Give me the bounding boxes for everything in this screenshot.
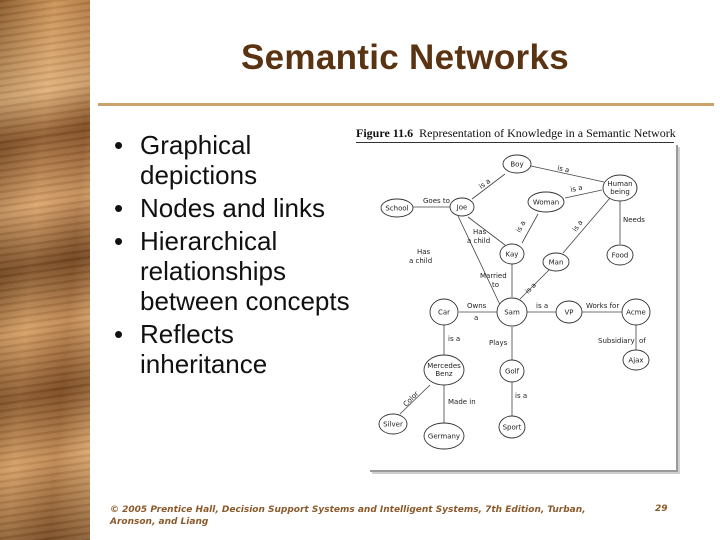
edge-label: is a — [570, 184, 584, 194]
edge-label: is a — [515, 219, 528, 233]
edge-label: is a — [536, 302, 548, 310]
node-label: Germany — [428, 433, 460, 441]
node-label: Joe — [456, 204, 468, 212]
node-label: School — [385, 205, 408, 213]
node-label: Mercedes — [427, 362, 461, 370]
edge-label: Needs — [623, 216, 645, 224]
wood-texture-sidebar — [0, 0, 90, 540]
figure-caption-rule — [356, 142, 674, 143]
node-food: Food — [606, 244, 634, 266]
node-label: Kay — [506, 251, 519, 259]
node-boy: Boy — [502, 154, 532, 174]
bullet-dot-icon: • — [114, 226, 124, 256]
edge-joe-kay — [467, 216, 506, 246]
node-sam: Sam — [496, 297, 528, 327]
title-underline — [98, 103, 714, 106]
edge-label: to — [492, 281, 499, 289]
node-silver: Silver — [378, 413, 408, 435]
edge-sam-joe — [457, 215, 503, 310]
edge-boy-human — [530, 165, 605, 183]
bullet-dot-icon: • — [114, 319, 124, 349]
edge-label: Goes to — [423, 197, 450, 205]
node-school: School — [380, 198, 414, 218]
node-germany: Germany — [423, 422, 465, 450]
edge-label: a child — [467, 237, 490, 245]
bullet-text: Reflects inheritance — [140, 319, 268, 379]
edge-label: Owns — [467, 302, 487, 310]
page-number: 29 — [655, 504, 668, 514]
bullet-item: • Reflects inheritance — [110, 319, 355, 379]
figure-number: Figure 11.6 — [356, 126, 414, 140]
edge-label: is a — [515, 392, 527, 400]
edge-label: is a — [557, 164, 571, 174]
edge-label: Works for — [586, 302, 619, 310]
node-label: Man — [549, 259, 564, 267]
bullet-dot-icon: • — [114, 130, 124, 160]
network-edges — [399, 165, 637, 423]
edge-joe-boy — [471, 173, 506, 200]
node-joe: Joe — [449, 197, 475, 217]
edge-label: Subsidiary — [598, 337, 635, 345]
node-kay: Kay — [499, 243, 525, 265]
edge-label: is a — [448, 335, 460, 343]
edge-benz-silver — [399, 384, 431, 415]
edge-label: Has — [417, 248, 431, 256]
node-label: Golf — [505, 368, 520, 376]
node-golf: Golf — [499, 359, 525, 383]
node-label: Acme — [626, 309, 646, 317]
bullet-list: • Graphical depictions • Nodes and links •… — [110, 130, 355, 382]
node-label: Food — [612, 252, 629, 260]
node-label: Ajax — [628, 357, 643, 365]
node-ajax: Ajax — [622, 349, 650, 371]
edge-label: is a — [478, 177, 493, 190]
edge-label: Married — [480, 272, 507, 280]
bullet-item: • Nodes and links — [110, 193, 355, 223]
network-edge-labels: is a is a is a Goes to is a is a Needs H… — [402, 164, 647, 408]
node-label: Human — [607, 180, 632, 188]
edge-label: Color — [402, 390, 421, 409]
node-label: VP — [564, 309, 573, 317]
edge-woman-human — [564, 189, 603, 199]
bullet-item: • Hierarchical relationships between conc… — [110, 226, 355, 316]
bullet-text: Hierarchical relationships between conce… — [140, 226, 350, 316]
bullet-item: • Graphical depictions — [110, 130, 355, 190]
node-sport: Sport — [498, 415, 526, 439]
figure-caption-text: Representation of Knowledge in a Semanti… — [419, 126, 676, 140]
edge-label: Plays — [489, 339, 508, 347]
node-acme: Acme — [621, 298, 651, 326]
bullet-dot-icon: • — [114, 193, 124, 223]
node-label: Sam — [504, 309, 520, 317]
edge-label: Made in — [448, 398, 476, 406]
node-label: Silver — [383, 421, 403, 429]
bullet-text: Graphical depictions — [140, 130, 258, 190]
edge-label: Has — [473, 228, 487, 236]
edge-kay-woman — [521, 213, 539, 244]
node-vp: VP — [555, 300, 583, 324]
slide-title: Semantic Networks — [241, 38, 569, 77]
node-label: Sport — [503, 424, 522, 432]
node-woman: Woman — [527, 191, 565, 213]
edge-label: a — [474, 314, 478, 322]
figure-caption: Figure 11.6 Representation of Knowledge … — [356, 126, 676, 141]
node-label: Boy — [510, 161, 523, 169]
bullet-text: Nodes and links — [140, 193, 325, 223]
edge-man-human — [562, 197, 611, 254]
edge-label: of — [639, 337, 646, 345]
node-label: Benz — [435, 370, 453, 378]
edge-label: is a — [571, 219, 584, 234]
slide-footer: © 2005 Prentice Hall, Decision Support S… — [110, 505, 586, 527]
edge-label: a child — [409, 257, 432, 265]
node-label: Car — [438, 309, 450, 317]
edge-sam-man — [519, 268, 551, 300]
node-label: Woman — [533, 199, 559, 207]
node-man: Man — [542, 252, 570, 272]
node-label: being — [610, 188, 630, 196]
node-car: Car — [429, 298, 459, 326]
